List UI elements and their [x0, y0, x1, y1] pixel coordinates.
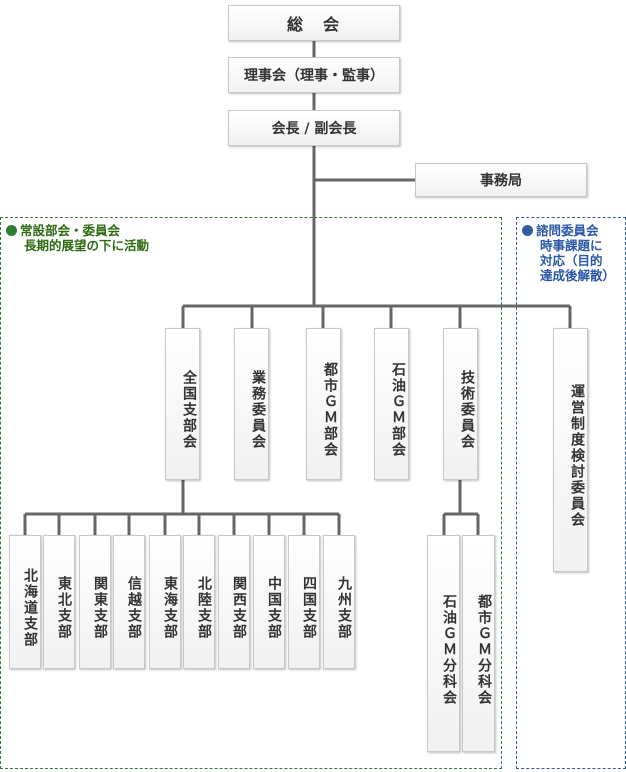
board-box: 理事会（理事・監事）	[228, 57, 400, 93]
advisory-legend-title: 諮問委員会	[536, 223, 599, 238]
sekiyu-gm-section-box: 石油ＧＭ部会	[374, 328, 409, 480]
branch-box-shikoku: 四国支部	[288, 535, 320, 669]
sekiyu-gm-subcommittee-box: 石油ＧＭ分科会	[427, 535, 460, 752]
branch-box-shinetsu: 信越支部	[113, 535, 145, 669]
branch-box-kansai: 関西支部	[218, 535, 250, 669]
standing-legend: 常設部会・委員会 長期的展望の下に活動	[6, 223, 149, 253]
standing-legend-title: 常設部会・委員会	[20, 223, 121, 238]
branch-box-kyushu: 九州支部	[323, 535, 355, 669]
standing-committees-region	[0, 217, 502, 769]
toshi-gm-section-box: 都市ＧＭ部会	[306, 328, 341, 480]
standing-legend-description: 長期的展望の下に活動	[24, 238, 150, 253]
general-assembly-box: 総 会	[228, 5, 400, 41]
branch-box-kanto: 関東支部	[79, 535, 111, 669]
gijutsu-committee-box: 技術委員会	[443, 328, 478, 480]
gyomu-committee-box: 業務委員会	[234, 328, 269, 480]
branch-box-hokuriku: 北陸支部	[183, 535, 215, 669]
branch-box-tokai: 東海支部	[149, 535, 181, 669]
toshi-gm-subcommittee-box: 都市ＧＭ分科会	[462, 535, 495, 752]
green-bullet-icon	[6, 225, 17, 236]
branch-box-chugoku: 中国支部	[253, 535, 285, 669]
advisory-legend: 諮問委員会 時事課題に 対応（目的 達成後解散）	[522, 223, 615, 283]
secretariat-box: 事務局	[415, 163, 587, 197]
zenkoku-branch-council-box: 全国支部会	[165, 328, 200, 480]
advisory-legend-desc-3: 達成後解散）	[540, 268, 616, 283]
branch-box-tohoku: 東北支部	[43, 535, 75, 669]
blue-bullet-icon	[522, 225, 533, 236]
advisory-legend-desc-1: 時事課題に	[540, 238, 603, 253]
chair-box: 会長 / 副会長	[228, 110, 400, 146]
branch-box-hokkaido: 北海道支部	[9, 535, 41, 669]
advisory-legend-desc-2: 対応（目的	[540, 253, 603, 268]
unei-committee-box: 運営制度検討委員会	[553, 328, 588, 572]
